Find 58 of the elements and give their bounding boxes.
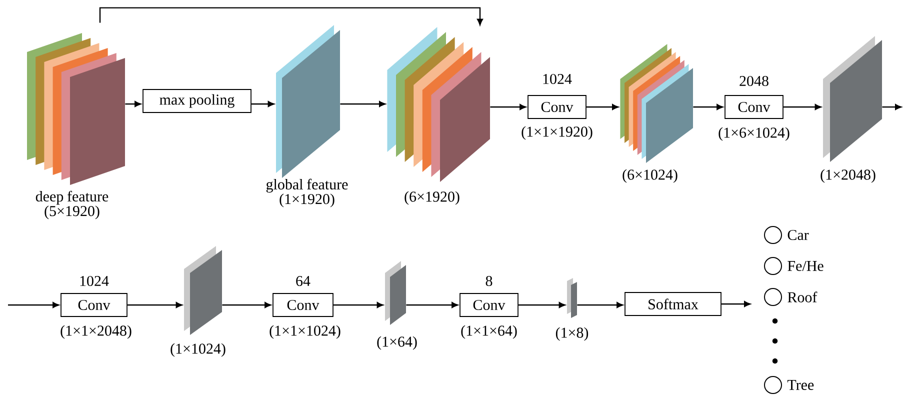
layer-box: Conv bbox=[272, 293, 334, 317]
arrow bbox=[882, 104, 902, 110]
arrow bbox=[251, 101, 274, 107]
class-label: Tree bbox=[787, 380, 814, 390]
arrow bbox=[340, 101, 386, 107]
feature-map-drawing bbox=[27, 33, 125, 185]
layer-box: Conv bbox=[724, 95, 784, 119]
option-circle bbox=[764, 288, 782, 306]
class-label: Fe/He bbox=[788, 261, 824, 272]
arrow bbox=[222, 302, 272, 308]
caption-label: (1×1×64) bbox=[461, 325, 517, 339]
layer-box: Conv bbox=[60, 293, 128, 317]
caption-label: 8 bbox=[486, 276, 492, 286]
layer-box: Softmax bbox=[624, 292, 722, 316]
caption-label: (1×1×1920) bbox=[522, 126, 592, 140]
caption-label: (6×1024) bbox=[622, 169, 678, 183]
caption-label: (1×8) bbox=[556, 327, 588, 341]
layer-box: Conv bbox=[528, 95, 586, 119]
caption-label: 64 bbox=[296, 276, 310, 286]
arrow bbox=[406, 302, 458, 308]
arrow bbox=[333, 302, 384, 308]
caption-label: (1×64) bbox=[377, 336, 417, 350]
caption-label: (1×1024) bbox=[170, 343, 226, 357]
arrow bbox=[127, 302, 182, 308]
arrow bbox=[783, 104, 822, 110]
arrow bbox=[586, 104, 618, 110]
feature-map-drawing bbox=[387, 27, 490, 182]
caption-label: 2048 bbox=[740, 76, 768, 86]
arrow bbox=[577, 302, 624, 308]
option-circle bbox=[764, 226, 782, 244]
feature-map-drawing bbox=[620, 44, 693, 163]
class-label: Roof bbox=[788, 292, 818, 302]
arrow bbox=[693, 104, 724, 110]
arrow bbox=[125, 101, 141, 107]
caption-label: (6×1920) bbox=[404, 191, 460, 205]
feature-map-drawing bbox=[184, 246, 222, 335]
caption-label: (1×2048) bbox=[820, 169, 876, 183]
option-circle bbox=[764, 376, 782, 394]
caption-label: (1×1×1024) bbox=[270, 325, 340, 339]
feature-map-drawing bbox=[276, 25, 340, 178]
caption-label: 1024 bbox=[80, 276, 109, 286]
class-label: Car bbox=[788, 230, 809, 240]
arrow bbox=[490, 104, 526, 110]
caption-label: global feature (1×1920) bbox=[266, 178, 348, 208]
arrow bbox=[721, 301, 750, 307]
caption-label: (1×1×2048) bbox=[60, 325, 132, 339]
layer-box: Conv bbox=[460, 293, 518, 317]
feature-map-drawing bbox=[567, 278, 577, 318]
layer-box: max pooling bbox=[142, 89, 252, 113]
feature-map-drawing bbox=[823, 36, 882, 162]
caption-label: deep feature (5×1920) bbox=[36, 190, 108, 220]
caption-label: 1024 bbox=[543, 74, 572, 84]
skip-connection-arrow bbox=[99, 7, 483, 26]
option-circle bbox=[764, 257, 782, 275]
arrow bbox=[8, 302, 59, 308]
feature-map-drawing bbox=[385, 261, 406, 325]
caption-label: (1×6×1024) bbox=[718, 127, 790, 141]
arrow bbox=[518, 302, 566, 308]
